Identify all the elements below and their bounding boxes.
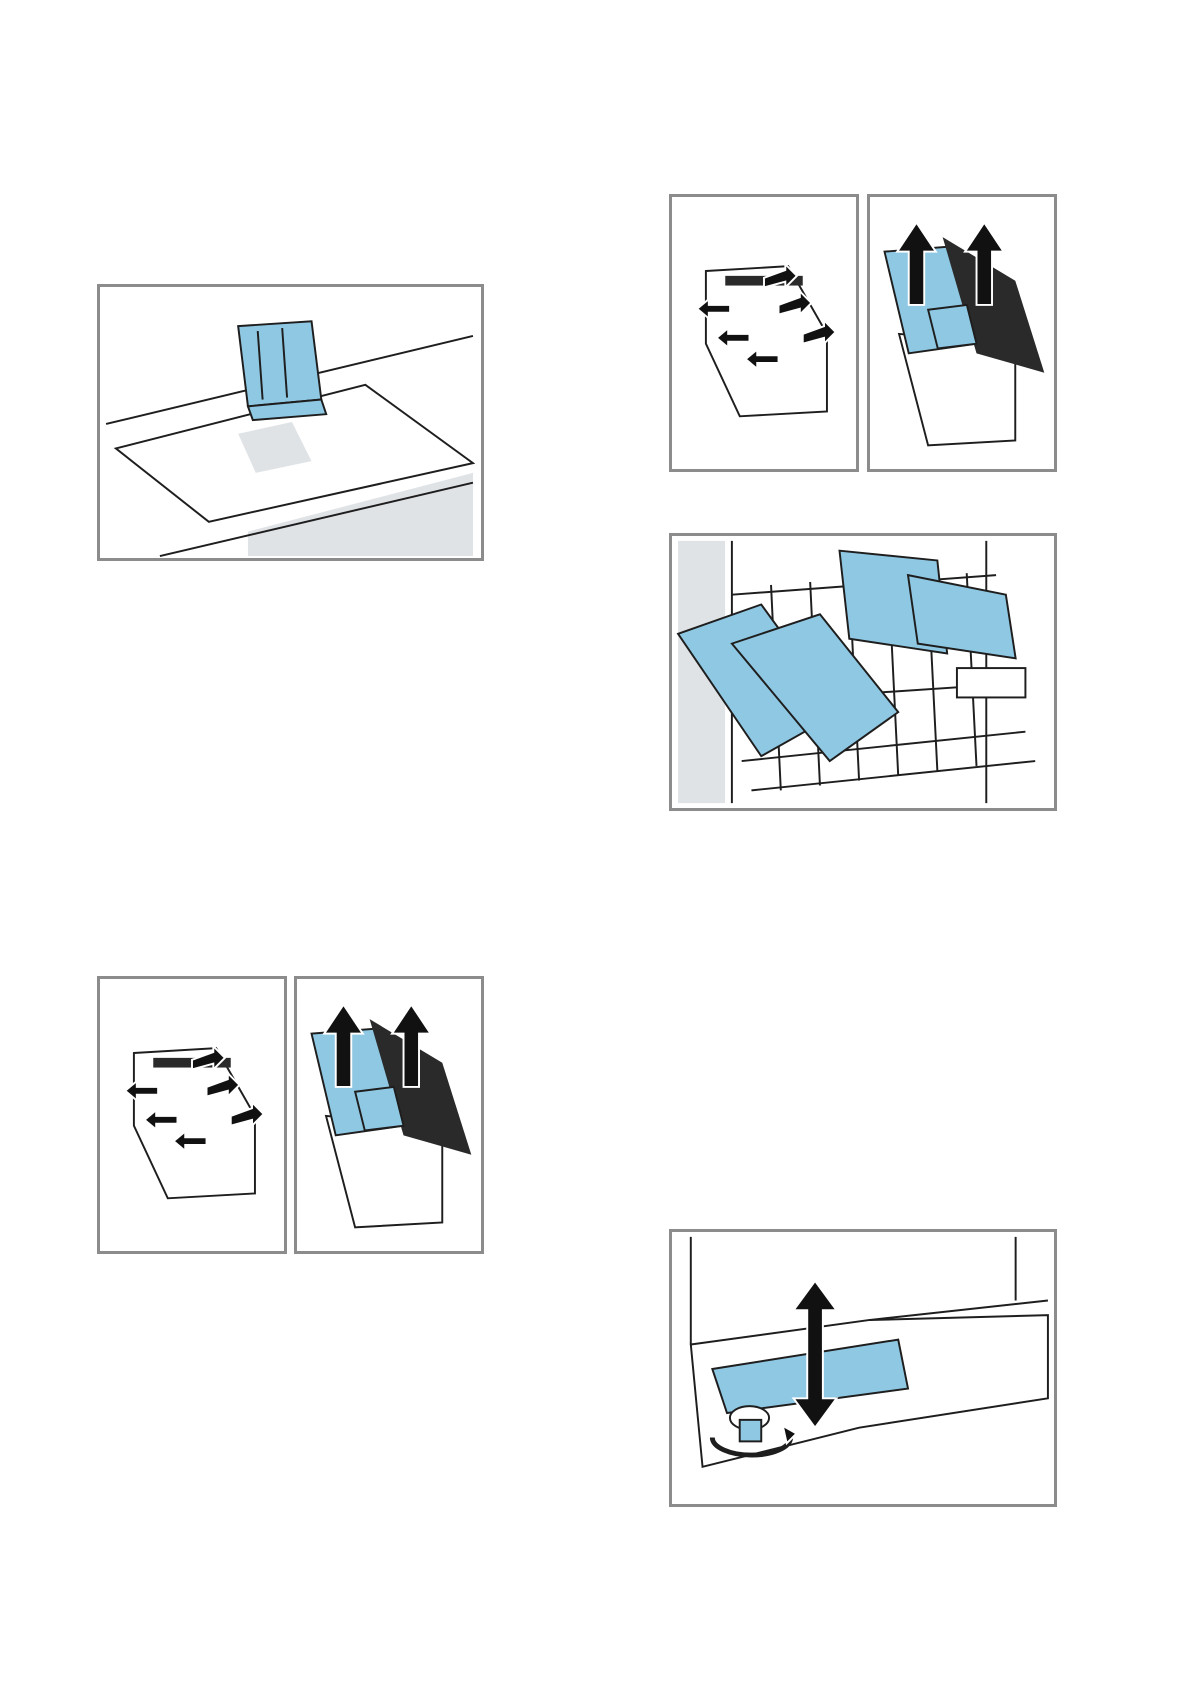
filters-in-rack-illustration [672,536,1054,808]
adjust-foot-illustration [672,1232,1054,1504]
figure-filter-remove-right [867,194,1057,472]
figure-filters-in-rack [669,533,1057,811]
figure-filter-insert [97,284,484,561]
figure-filter-remove-left [294,976,484,1254]
filter-insert-illustration [100,287,481,558]
filter-remove-illustration [870,197,1054,469]
filter-open-illustration [100,979,284,1251]
figure-filter-open-left [97,976,287,1254]
figure-filter-open-right [669,194,859,472]
filter-remove-illustration [297,979,481,1251]
figure-adjust-foot [669,1229,1057,1507]
filter-open-illustration [672,197,856,469]
filter-cartridge-icon [238,321,326,420]
filter-cartridge-icon [678,551,1016,761]
